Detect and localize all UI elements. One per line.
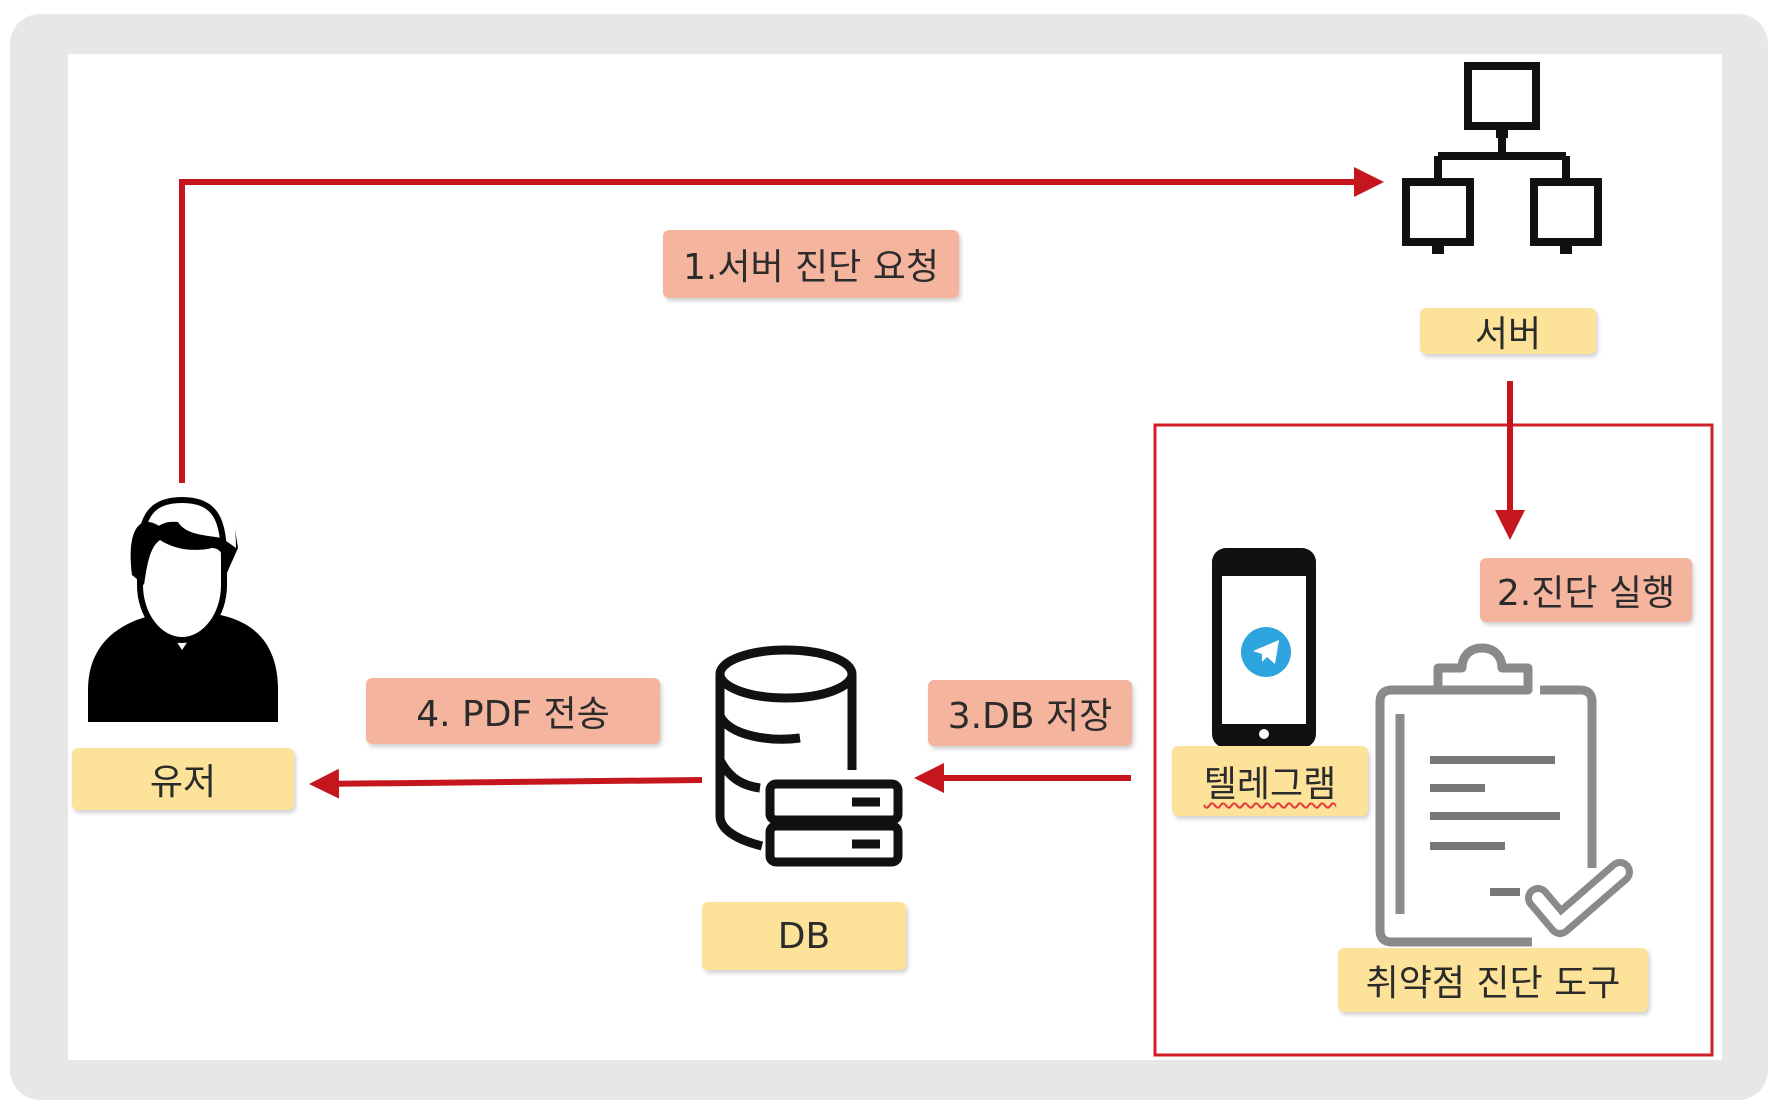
scanner-label: 취약점 진단 도구 [1338, 948, 1648, 1012]
clipboard-check-icon [1375, 643, 1637, 947]
step4-send-pdf-label: 4. PDF 전송 [366, 678, 660, 744]
step3-store-label: 3.DB 저장 [928, 680, 1132, 746]
database-icon [715, 645, 903, 867]
arrow-request [179, 167, 1384, 483]
step1-request-label: 1.서버 진단 요청 [663, 230, 959, 298]
telegram-label: 텔레그램 [1172, 746, 1368, 816]
user-icon [88, 496, 278, 722]
diagnosis-group-box [1153, 423, 1714, 1057]
telegram-icon [1241, 627, 1291, 677]
user-label: 유저 [72, 748, 294, 810]
db-label: DB [702, 902, 906, 970]
step2-execute-label: 2.진단 실행 [1480, 558, 1692, 622]
arrow-send-pdf [309, 768, 703, 799]
server-label: 서버 [1420, 308, 1596, 355]
server-network-icon [1402, 62, 1602, 254]
telegram-label-text: 텔레그램 [1203, 764, 1337, 805]
